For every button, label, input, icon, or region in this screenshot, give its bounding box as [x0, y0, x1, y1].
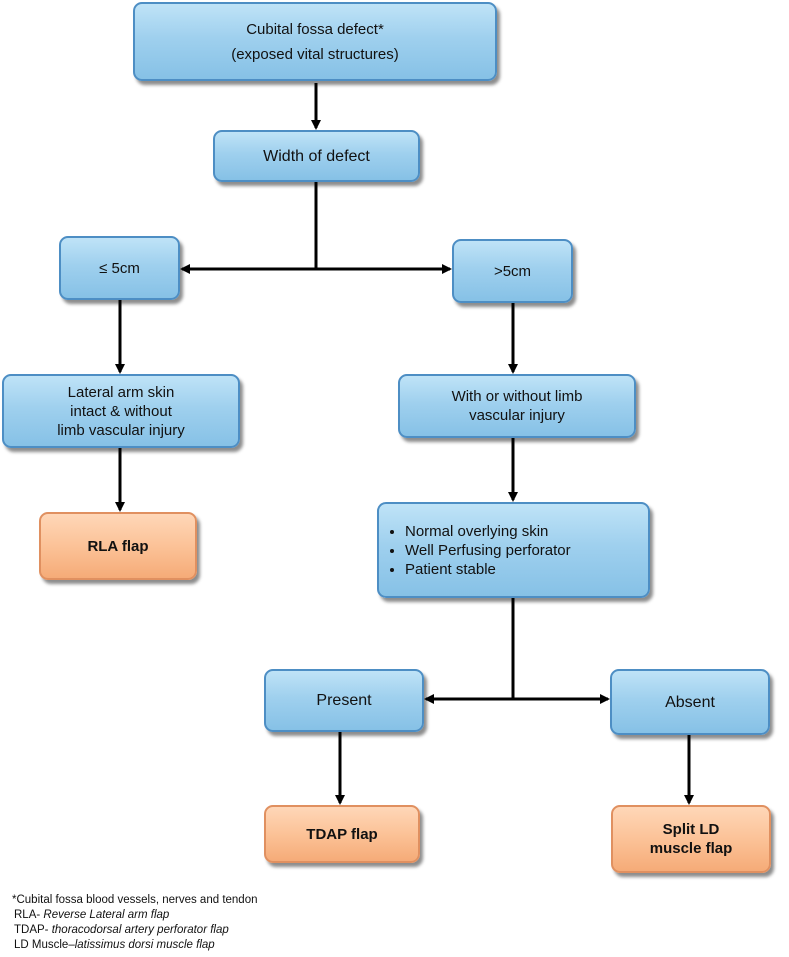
criteria-list: Normal overlying skin Well Perfusing per…: [379, 522, 625, 579]
tdap-flap-box: TDAP flap: [264, 805, 420, 863]
vascular-injury-line-2: vascular injury: [469, 407, 565, 424]
absent-label: Absent: [665, 693, 715, 711]
width-of-defect-box: Width of defect: [213, 130, 420, 182]
gt-5cm-box: >5cm: [452, 239, 573, 303]
rla-flap-label: RLA flap: [87, 537, 149, 555]
vascular-injury-line-1: With or without limb: [451, 388, 583, 405]
le-5cm-box: ≤ 5cm: [59, 236, 180, 300]
footnote-rla-term: RLA-: [14, 909, 41, 921]
gt-5cm-label: >5cm: [493, 262, 532, 280]
cubital-fossa-defect-box: Cubital fossa defect* (exposed vital str…: [133, 2, 497, 81]
footnote-rla: RLA- Reverse Lateral arm flap: [12, 908, 258, 923]
criteria-item-stable: Patient stable: [405, 560, 625, 579]
footnote-rla-definition: Reverse Lateral arm flap: [43, 909, 170, 921]
split-ld-line-1: Split LD: [662, 821, 720, 838]
vascular-injury-box: With or without limb vascular injury: [398, 374, 636, 438]
width-of-defect-label: Width of defect: [263, 147, 370, 165]
criteria-box: Normal overlying skin Well Perfusing per…: [377, 502, 650, 598]
footnote-tdap: TDAP- thoracodorsal artery perforator fl…: [12, 923, 258, 938]
lateral-arm-line-1: Lateral arm skin: [67, 383, 175, 401]
absent-box: Absent: [610, 669, 770, 735]
footnote-note: *Cubital fossa blood vessels, nerves and…: [12, 894, 258, 906]
footnote-tdap-term: TDAP-: [14, 924, 49, 936]
le-5cm-label: ≤ 5cm: [99, 259, 140, 277]
footnote: *Cubital fossa blood vessels, nerves and…: [12, 893, 258, 953]
criteria-item-skin: Normal overlying skin: [405, 522, 625, 541]
present-label: Present: [316, 692, 372, 709]
footnote-ld: LD Muscle–latissimus dorsi muscle flap: [12, 938, 258, 953]
present-box: Present: [264, 669, 424, 732]
split-ld-line-2: muscle flap: [649, 840, 733, 857]
tdap-flap-label: TDAP flap: [306, 825, 378, 843]
split-ld-flap-box: Split LD muscle flap: [611, 805, 771, 873]
cubital-fossa-defect-title: Cubital fossa defect*: [246, 20, 384, 38]
lateral-arm-line-2: intact & without: [70, 402, 172, 420]
footnote-tdap-definition: thoracodorsal artery perforator flap: [51, 924, 229, 936]
criteria-item-perforator: Well Perfusing perforator: [405, 541, 625, 560]
cubital-fossa-defect-subtitle: (exposed vital structures): [231, 45, 399, 63]
footnote-ld-definition: latissimus dorsi muscle flap: [74, 939, 215, 951]
lateral-arm-line-3: limb vascular injury: [57, 421, 185, 439]
rla-flap-box: RLA flap: [39, 512, 197, 580]
footnote-ld-term: LD Muscle–: [14, 939, 75, 951]
lateral-arm-skin-box: Lateral arm skin intact & without limb v…: [2, 374, 240, 448]
